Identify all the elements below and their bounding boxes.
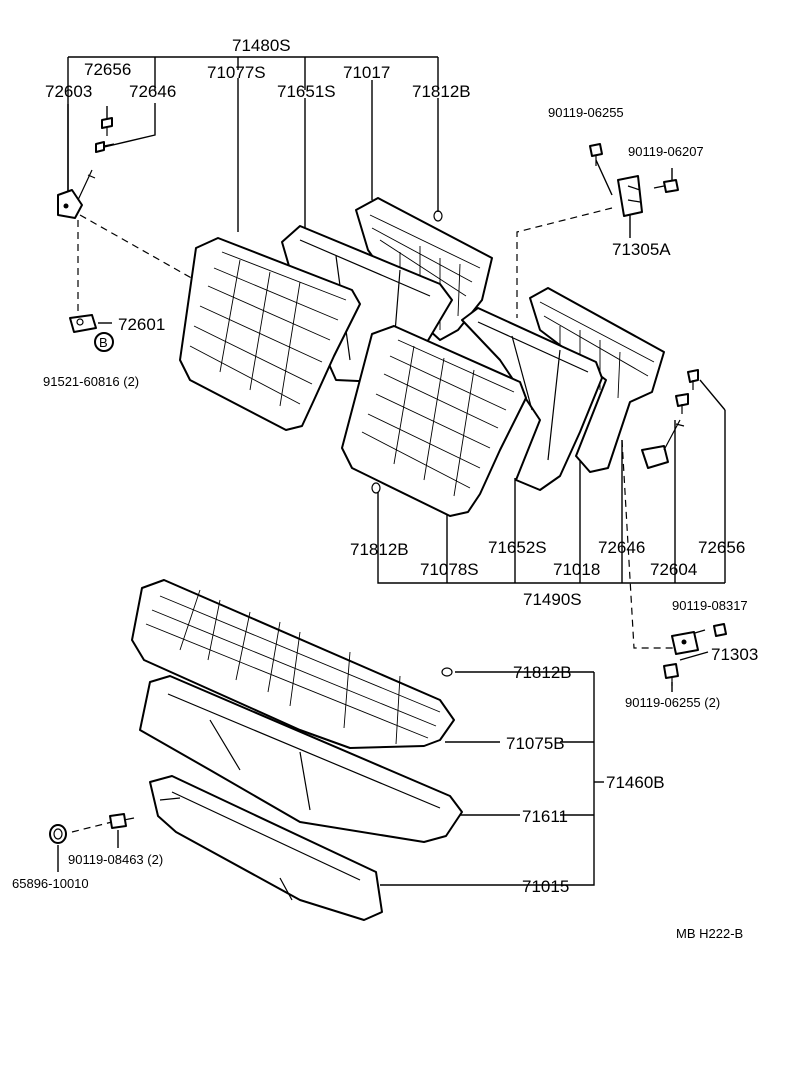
leader-lines bbox=[57, 56, 726, 886]
label-71651S: 71651S bbox=[277, 82, 336, 101]
label-71017: 71017 bbox=[343, 63, 390, 82]
label-65896-10010: 65896-10010 bbox=[12, 876, 89, 891]
nut-65896-icon bbox=[49, 824, 67, 844]
seatback-pad-right bbox=[461, 307, 603, 491]
cushion-pad bbox=[139, 675, 463, 843]
clip-top-icon bbox=[433, 210, 443, 222]
label-72656-right: 72656 bbox=[698, 538, 745, 557]
label-71305A: 71305A bbox=[612, 240, 671, 259]
label-71077S: 71077S bbox=[207, 63, 266, 82]
bolt-90119-08463-icon bbox=[109, 813, 135, 829]
bolt-72656-left-icon bbox=[101, 117, 113, 136]
bolt-90119-08317-icon bbox=[713, 623, 727, 637]
label-91521-60816: 91521-60816 (2) bbox=[43, 374, 139, 389]
label-72601: 72601 bbox=[118, 315, 165, 334]
part-labels: 71480S 72656 71077S 71017 72603 72646 71… bbox=[12, 36, 758, 941]
label-71490S: 71490S bbox=[523, 590, 582, 609]
label-90119-06255-top: 90119-06255 bbox=[548, 105, 624, 120]
screw-72646-left-icon bbox=[95, 141, 115, 153]
label-71812B-lower-left: 71812B bbox=[350, 540, 409, 559]
label-71075B: 71075B bbox=[506, 734, 565, 753]
bracket-71303-icon bbox=[671, 631, 699, 655]
label-71303: 71303 bbox=[711, 645, 758, 664]
nut-b-icon bbox=[94, 332, 114, 352]
label-71078S: 71078S bbox=[420, 560, 479, 579]
clip-lower-left-icon bbox=[371, 482, 381, 494]
screw-72646-right-icon bbox=[675, 393, 689, 414]
cushion-frame bbox=[149, 775, 383, 921]
seatback-cover-right bbox=[341, 325, 527, 517]
hinge-71305A-icon bbox=[617, 175, 643, 217]
seatback-cover-left bbox=[179, 237, 361, 431]
label-71018: 71018 bbox=[553, 560, 600, 579]
bolt-90119-06207-icon bbox=[653, 179, 679, 193]
label-90119-08463: 90119-08463 (2) bbox=[68, 852, 163, 867]
bracket-72601-icon bbox=[69, 314, 97, 333]
label-90119-06207: 90119-06207 bbox=[628, 144, 704, 159]
bolt-90119-06255-2-icon bbox=[663, 663, 679, 686]
clip-cushion-icon bbox=[441, 667, 453, 677]
bolt-72656-right-icon bbox=[687, 369, 699, 390]
hinge-left-icon bbox=[57, 169, 96, 219]
label-72656-left: 72656 bbox=[84, 60, 131, 79]
label-72646-right: 72646 bbox=[598, 538, 645, 557]
diagram-code: MB H222-B bbox=[676, 926, 743, 941]
label-72646-left: 72646 bbox=[129, 82, 176, 101]
label-71480S: 71480S bbox=[232, 36, 291, 55]
hinge-72604-icon bbox=[641, 419, 685, 469]
bolt-top-right-icon bbox=[589, 143, 603, 166]
label-72604: 72604 bbox=[650, 560, 697, 579]
label-72603: 72603 bbox=[45, 82, 92, 101]
cushion-cover bbox=[131, 579, 455, 749]
label-71812B-cushion: 71812B bbox=[513, 663, 572, 682]
label-71015: 71015 bbox=[522, 877, 569, 896]
label-71611: 71611 bbox=[522, 807, 568, 826]
label-circle-b: B bbox=[99, 335, 108, 350]
label-71812B-top: 71812B bbox=[412, 82, 471, 101]
label-71652S: 71652S bbox=[488, 538, 547, 557]
label-90119-08317: 90119-08317 bbox=[672, 598, 748, 613]
label-71460B: 71460B bbox=[606, 773, 665, 792]
label-90119-06255-2: 90119-06255 (2) bbox=[625, 695, 720, 710]
